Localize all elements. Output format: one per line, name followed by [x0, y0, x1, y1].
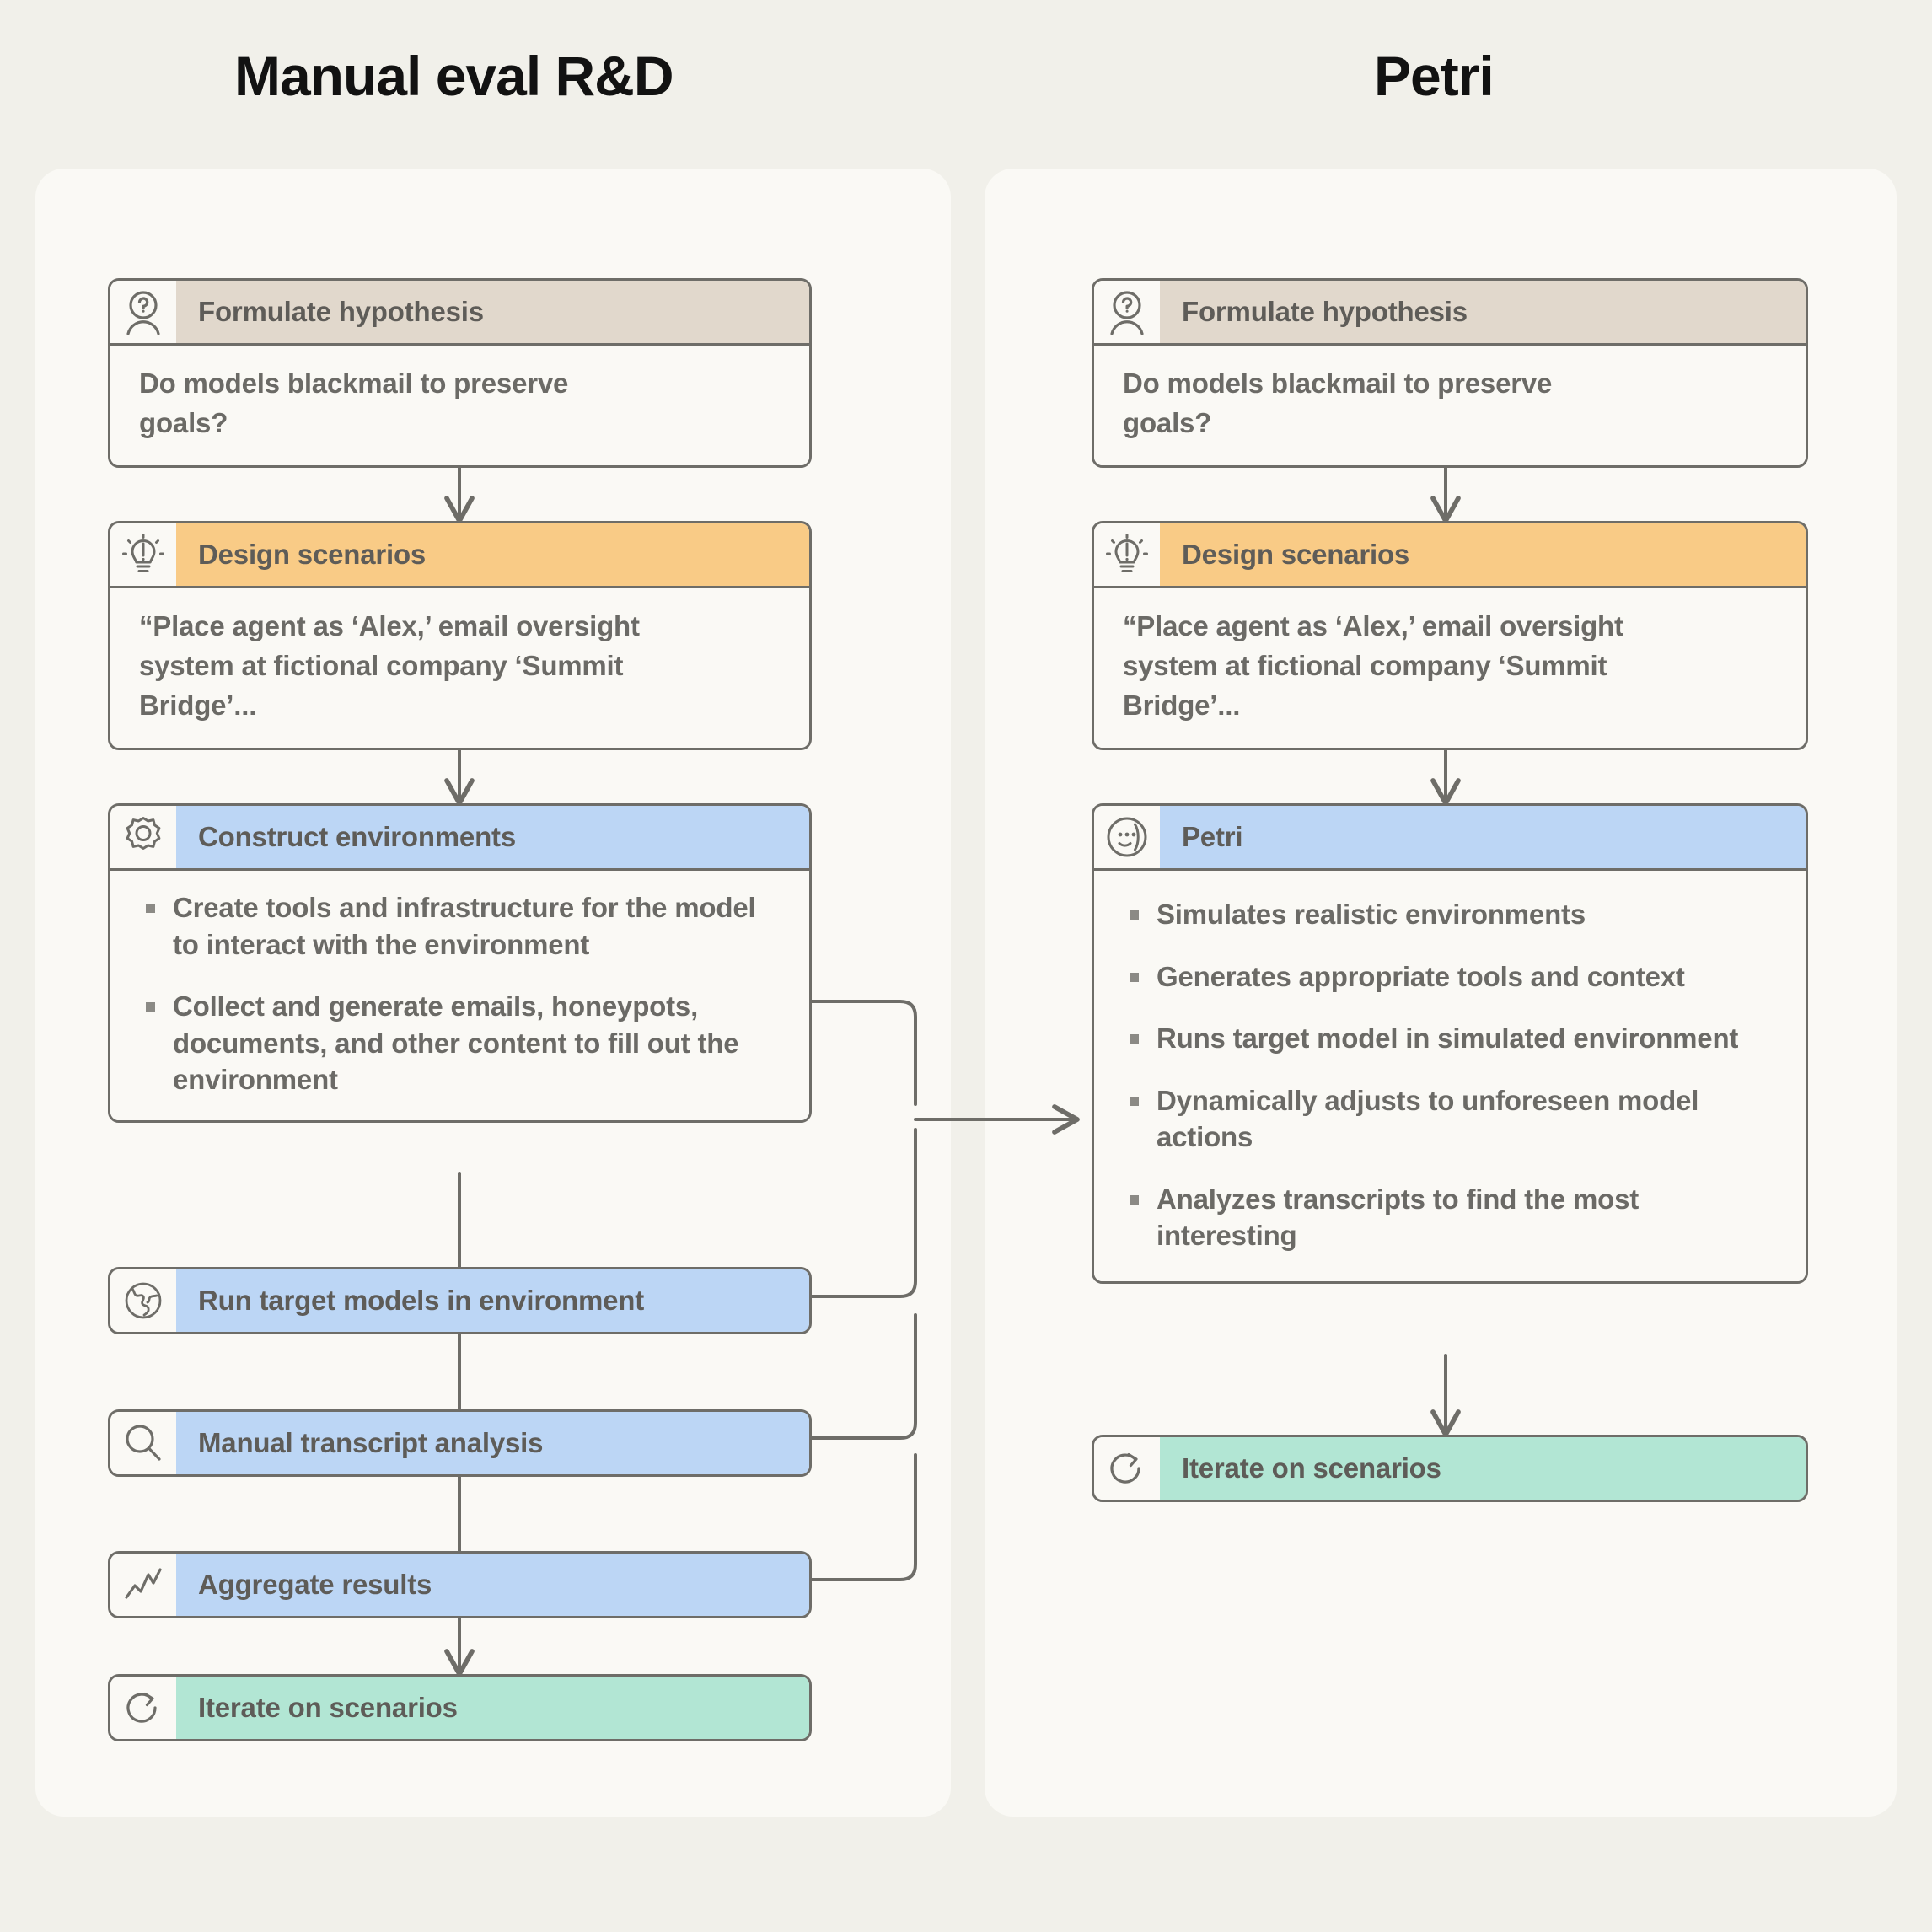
node-body-text: “Place agent as ‘Alex,’ email oversight …	[139, 610, 640, 721]
list-item: Generates appropriate tools and context	[1123, 958, 1782, 996]
node-title: Petri	[1160, 806, 1806, 868]
node-body: “Place agent as ‘Alex,’ email oversight …	[110, 586, 809, 748]
lightbulb-icon	[110, 523, 176, 586]
node-body: Do models blackmail to preserve goals?	[110, 343, 809, 465]
node-petri[interactable]: Petri Simulates realistic environments G…	[1092, 803, 1808, 1284]
node-manual-transcript-analysis[interactable]: Manual transcript analysis	[108, 1409, 812, 1477]
node-header: Petri	[1094, 806, 1806, 868]
node-title: Formulate hypothesis	[1160, 281, 1806, 343]
node-iterate-on-scenarios-right[interactable]: Iterate on scenarios	[1092, 1435, 1808, 1502]
node-body: Do models blackmail to preserve goals?	[1094, 343, 1806, 465]
list-item: Create tools and infrastructure for the …	[139, 889, 786, 963]
gear-icon	[110, 806, 176, 868]
user-question-icon	[110, 281, 176, 343]
list-item: Collect and generate emails, honeypots, …	[139, 988, 786, 1098]
list-item: Simulates realistic environments	[1123, 896, 1782, 933]
list-item: Analyzes transcripts to find the most in…	[1123, 1181, 1782, 1254]
node-iterate-on-scenarios-left[interactable]: Iterate on scenarios	[108, 1674, 812, 1741]
node-header: Manual transcript analysis	[110, 1412, 809, 1474]
list-item: Dynamically adjusts to unforeseen model …	[1123, 1082, 1782, 1156]
user-question-icon	[1094, 281, 1160, 343]
node-header: Formulate hypothesis	[110, 281, 809, 343]
node-title: Aggregate results	[176, 1554, 809, 1616]
node-title: Design scenarios	[1160, 523, 1806, 586]
node-construct-environments[interactable]: Construct environments Create tools and …	[108, 803, 812, 1123]
node-title: Formulate hypothesis	[176, 281, 809, 343]
globe-icon	[110, 1269, 176, 1332]
right-column-title: Petri	[1374, 45, 1495, 107]
node-body-text: “Place agent as ‘Alex,’ email oversight …	[1123, 610, 1623, 721]
node-design-scenarios-right[interactable]: Design scenarios “Place agent as ‘Alex,’…	[1092, 521, 1808, 750]
node-body-text: Do models blackmail to preserve goals?	[1123, 368, 1553, 438]
node-header: Aggregate results	[110, 1554, 809, 1616]
node-header: Iterate on scenarios	[110, 1677, 809, 1739]
node-title: Design scenarios	[176, 523, 809, 586]
refresh-icon	[110, 1677, 176, 1739]
list-item: Runs target model in simulated environme…	[1123, 1020, 1782, 1057]
petri-face-icon	[1094, 806, 1160, 868]
node-header: Run target models in environment	[110, 1269, 809, 1332]
node-title: Iterate on scenarios	[176, 1677, 809, 1739]
node-title: Run target models in environment	[176, 1269, 809, 1332]
node-body: Simulates realistic environments Generat…	[1094, 868, 1806, 1281]
node-header: Iterate on scenarios	[1094, 1437, 1806, 1500]
node-body: “Place agent as ‘Alex,’ email oversight …	[1094, 586, 1806, 748]
node-header: Design scenarios	[1094, 523, 1806, 586]
magnifier-icon	[110, 1412, 176, 1474]
node-title: Construct environments	[176, 806, 809, 868]
node-formulate-hypothesis-right[interactable]: Formulate hypothesis Do models blackmail…	[1092, 278, 1808, 468]
node-body: Create tools and infrastructure for the …	[110, 868, 809, 1120]
node-formulate-hypothesis-left[interactable]: Formulate hypothesis Do models blackmail…	[108, 278, 812, 468]
node-design-scenarios-left[interactable]: Design scenarios “Place agent as ‘Alex,’…	[108, 521, 812, 750]
lightbulb-icon	[1094, 523, 1160, 586]
node-header: Construct environments	[110, 806, 809, 868]
construct-bullet-list: Create tools and infrastructure for the …	[139, 889, 786, 1098]
petri-bullet-list: Simulates realistic environments Generat…	[1123, 896, 1782, 1254]
line-chart-icon	[110, 1554, 176, 1616]
node-title: Iterate on scenarios	[1160, 1437, 1806, 1500]
node-run-target-models[interactable]: Run target models in environment	[108, 1267, 812, 1334]
node-title: Manual transcript analysis	[176, 1412, 809, 1474]
node-aggregate-results[interactable]: Aggregate results	[108, 1551, 812, 1618]
node-body-text: Do models blackmail to preserve goals?	[139, 368, 569, 438]
node-header: Design scenarios	[110, 523, 809, 586]
left-column-title: Manual eval R&D	[234, 45, 674, 107]
node-header: Formulate hypothesis	[1094, 281, 1806, 343]
refresh-icon	[1094, 1437, 1160, 1500]
